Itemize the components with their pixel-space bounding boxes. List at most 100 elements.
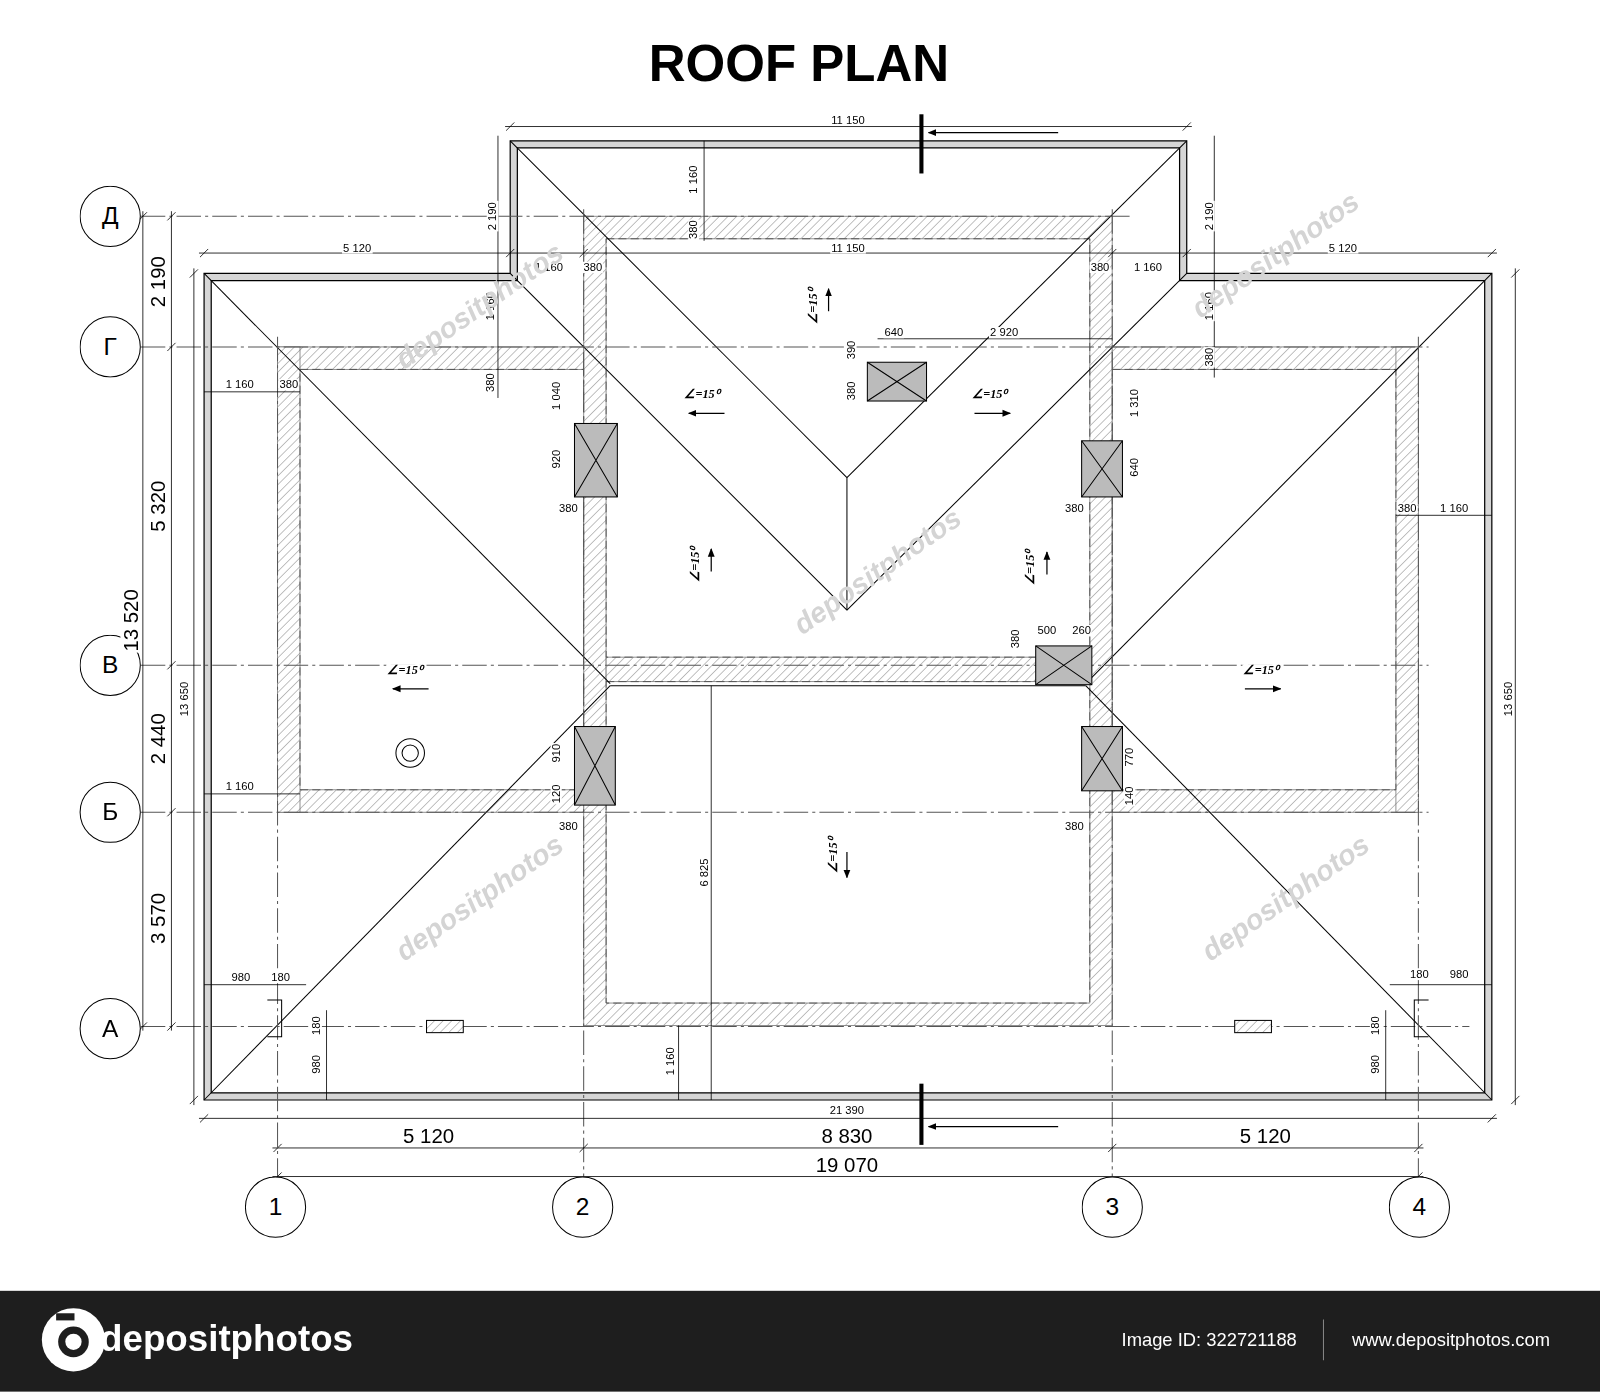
dimension-label: 380 <box>1010 628 1021 649</box>
slope-label: ∠=15⁰ <box>689 545 701 583</box>
dimension-label: 380 <box>1064 503 1085 514</box>
dimension-label: 140 <box>1124 786 1135 807</box>
dimension-label: 770 <box>1124 747 1135 768</box>
dimension-label: 380 <box>1064 821 1085 832</box>
dimension-label: 2 920 <box>989 327 1019 338</box>
axis-bubble: Д <box>80 186 141 247</box>
axis-label: Д <box>102 204 119 228</box>
drain-and-marks <box>267 739 1428 1037</box>
dimension-label: 980 <box>1449 969 1470 980</box>
dimension-label: 380 <box>278 379 299 390</box>
chimneys <box>574 362 1122 805</box>
dimension-label: 1 160 <box>688 165 699 195</box>
dimension-label: 980 <box>230 972 251 983</box>
dimension-label: 380 <box>558 821 579 832</box>
dimension-label: 1 040 <box>551 381 562 411</box>
dimension-label: 11 150 <box>830 115 866 126</box>
dimension-label: 6 825 <box>698 857 709 887</box>
dimension-label: 5 120 <box>1328 242 1358 253</box>
inner-dashed-lines <box>300 239 1396 1003</box>
dimension-label: 1 310 <box>1129 388 1140 418</box>
dimension-label: 980 <box>1370 1054 1381 1075</box>
axis-dimension: 5 120 <box>1239 1126 1292 1146</box>
axis-dimension: 2 440 <box>148 712 168 765</box>
dimension-label: 380 <box>688 219 699 240</box>
dimension-label: 980 <box>311 1054 322 1075</box>
section-marks <box>921 114 1058 1145</box>
dimension-label: 1 160 <box>225 379 255 390</box>
watermark: depositphotos <box>391 830 569 966</box>
slope-label: ∠=15⁰ <box>683 388 721 400</box>
dimension-label: 1 160 <box>225 781 255 792</box>
axis-bubble: Г <box>80 316 141 377</box>
dimension-label: 1 160 <box>665 1046 676 1076</box>
footer-bar <box>0 1291 1600 1392</box>
footer-text: Image ID: 322721188 <box>1122 1331 1297 1349</box>
slope-arrows <box>393 289 1281 878</box>
roof-ridges <box>204 141 1492 1100</box>
axis-label: Г <box>104 335 117 359</box>
axis-bubble: Б <box>80 782 141 843</box>
dimension-label: 2 190 <box>487 201 498 231</box>
slope-label: ∠=15⁰ <box>1242 664 1280 676</box>
dimension-label: 380 <box>485 372 496 393</box>
axis-label: Б <box>102 800 118 824</box>
footer-logo-text: depositphotos <box>100 1320 353 1357</box>
dimension-label: 640 <box>883 327 904 338</box>
watermark: depositphotos <box>1197 830 1375 966</box>
axis-label: 2 <box>576 1195 590 1219</box>
dimension-label: 120 <box>551 783 562 804</box>
dimension-label: 180 <box>1370 1015 1381 1036</box>
dimension-label: 13 650 <box>1503 681 1514 717</box>
axis-dimension: 19 070 <box>815 1155 879 1175</box>
axis-label: В <box>102 653 118 677</box>
axis-dimension: 13 520 <box>120 588 140 652</box>
dimension-label: 390 <box>845 340 856 361</box>
dimension-lines <box>139 122 1520 1180</box>
slope-label: ∠=15⁰ <box>807 287 819 325</box>
axis-bubble: 3 <box>1082 1177 1143 1238</box>
axis-dimension: 5 320 <box>148 480 168 533</box>
axis-dimension: 5 120 <box>402 1126 455 1146</box>
dimension-label: 11 150 <box>830 242 866 253</box>
axis-dimension: 2 190 <box>148 255 168 308</box>
axis-lines <box>141 209 1470 1176</box>
axis-bubble: 1 <box>245 1177 306 1238</box>
plan-title: ROOF PLAN <box>649 38 949 89</box>
dimension-label: 260 <box>1071 625 1092 636</box>
dimension-label: 2 190 <box>1204 201 1215 231</box>
walls <box>278 216 1419 1025</box>
footer-text: www.depositphotos.com <box>1352 1331 1550 1349</box>
gutter-outline <box>204 141 1492 1100</box>
slope-label: ∠=15⁰ <box>827 836 839 874</box>
dimension-label: 1 160 <box>1133 262 1163 273</box>
dimension-label: 380 <box>1090 262 1111 273</box>
dimension-label: 13 650 <box>179 681 190 717</box>
dimension-label: 380 <box>582 262 603 273</box>
axis-bubble: 4 <box>1389 1177 1450 1238</box>
dimension-label: 910 <box>551 743 562 764</box>
slope-label: ∠=15⁰ <box>971 388 1009 400</box>
axis-bubble: А <box>80 998 141 1059</box>
axis-bubble: 2 <box>552 1177 613 1238</box>
dimension-label: 380 <box>1397 503 1418 514</box>
dimension-label: 640 <box>1129 457 1140 478</box>
dimension-label: 180 <box>1409 969 1430 980</box>
axis-dimension: 3 570 <box>148 892 168 945</box>
axis-dimension: 8 830 <box>820 1126 873 1146</box>
axis-label: 1 <box>269 1195 283 1219</box>
dimension-label: 1 160 <box>1439 503 1469 514</box>
axis-label: 3 <box>1105 1195 1119 1219</box>
dimension-label: 21 390 <box>829 1105 865 1116</box>
watermark: depositphotos <box>789 503 967 639</box>
dimension-label: 920 <box>551 449 562 470</box>
dimension-label: 5 120 <box>342 242 372 253</box>
dimension-label: 380 <box>845 380 856 401</box>
slope-label: ∠=15⁰ <box>1023 549 1035 587</box>
axis-label: 4 <box>1413 1195 1427 1219</box>
dimension-label: 500 <box>1037 625 1058 636</box>
dimension-label: 380 <box>558 503 579 514</box>
slope-label: ∠=15⁰ <box>386 664 424 676</box>
axis-label: А <box>102 1016 118 1040</box>
